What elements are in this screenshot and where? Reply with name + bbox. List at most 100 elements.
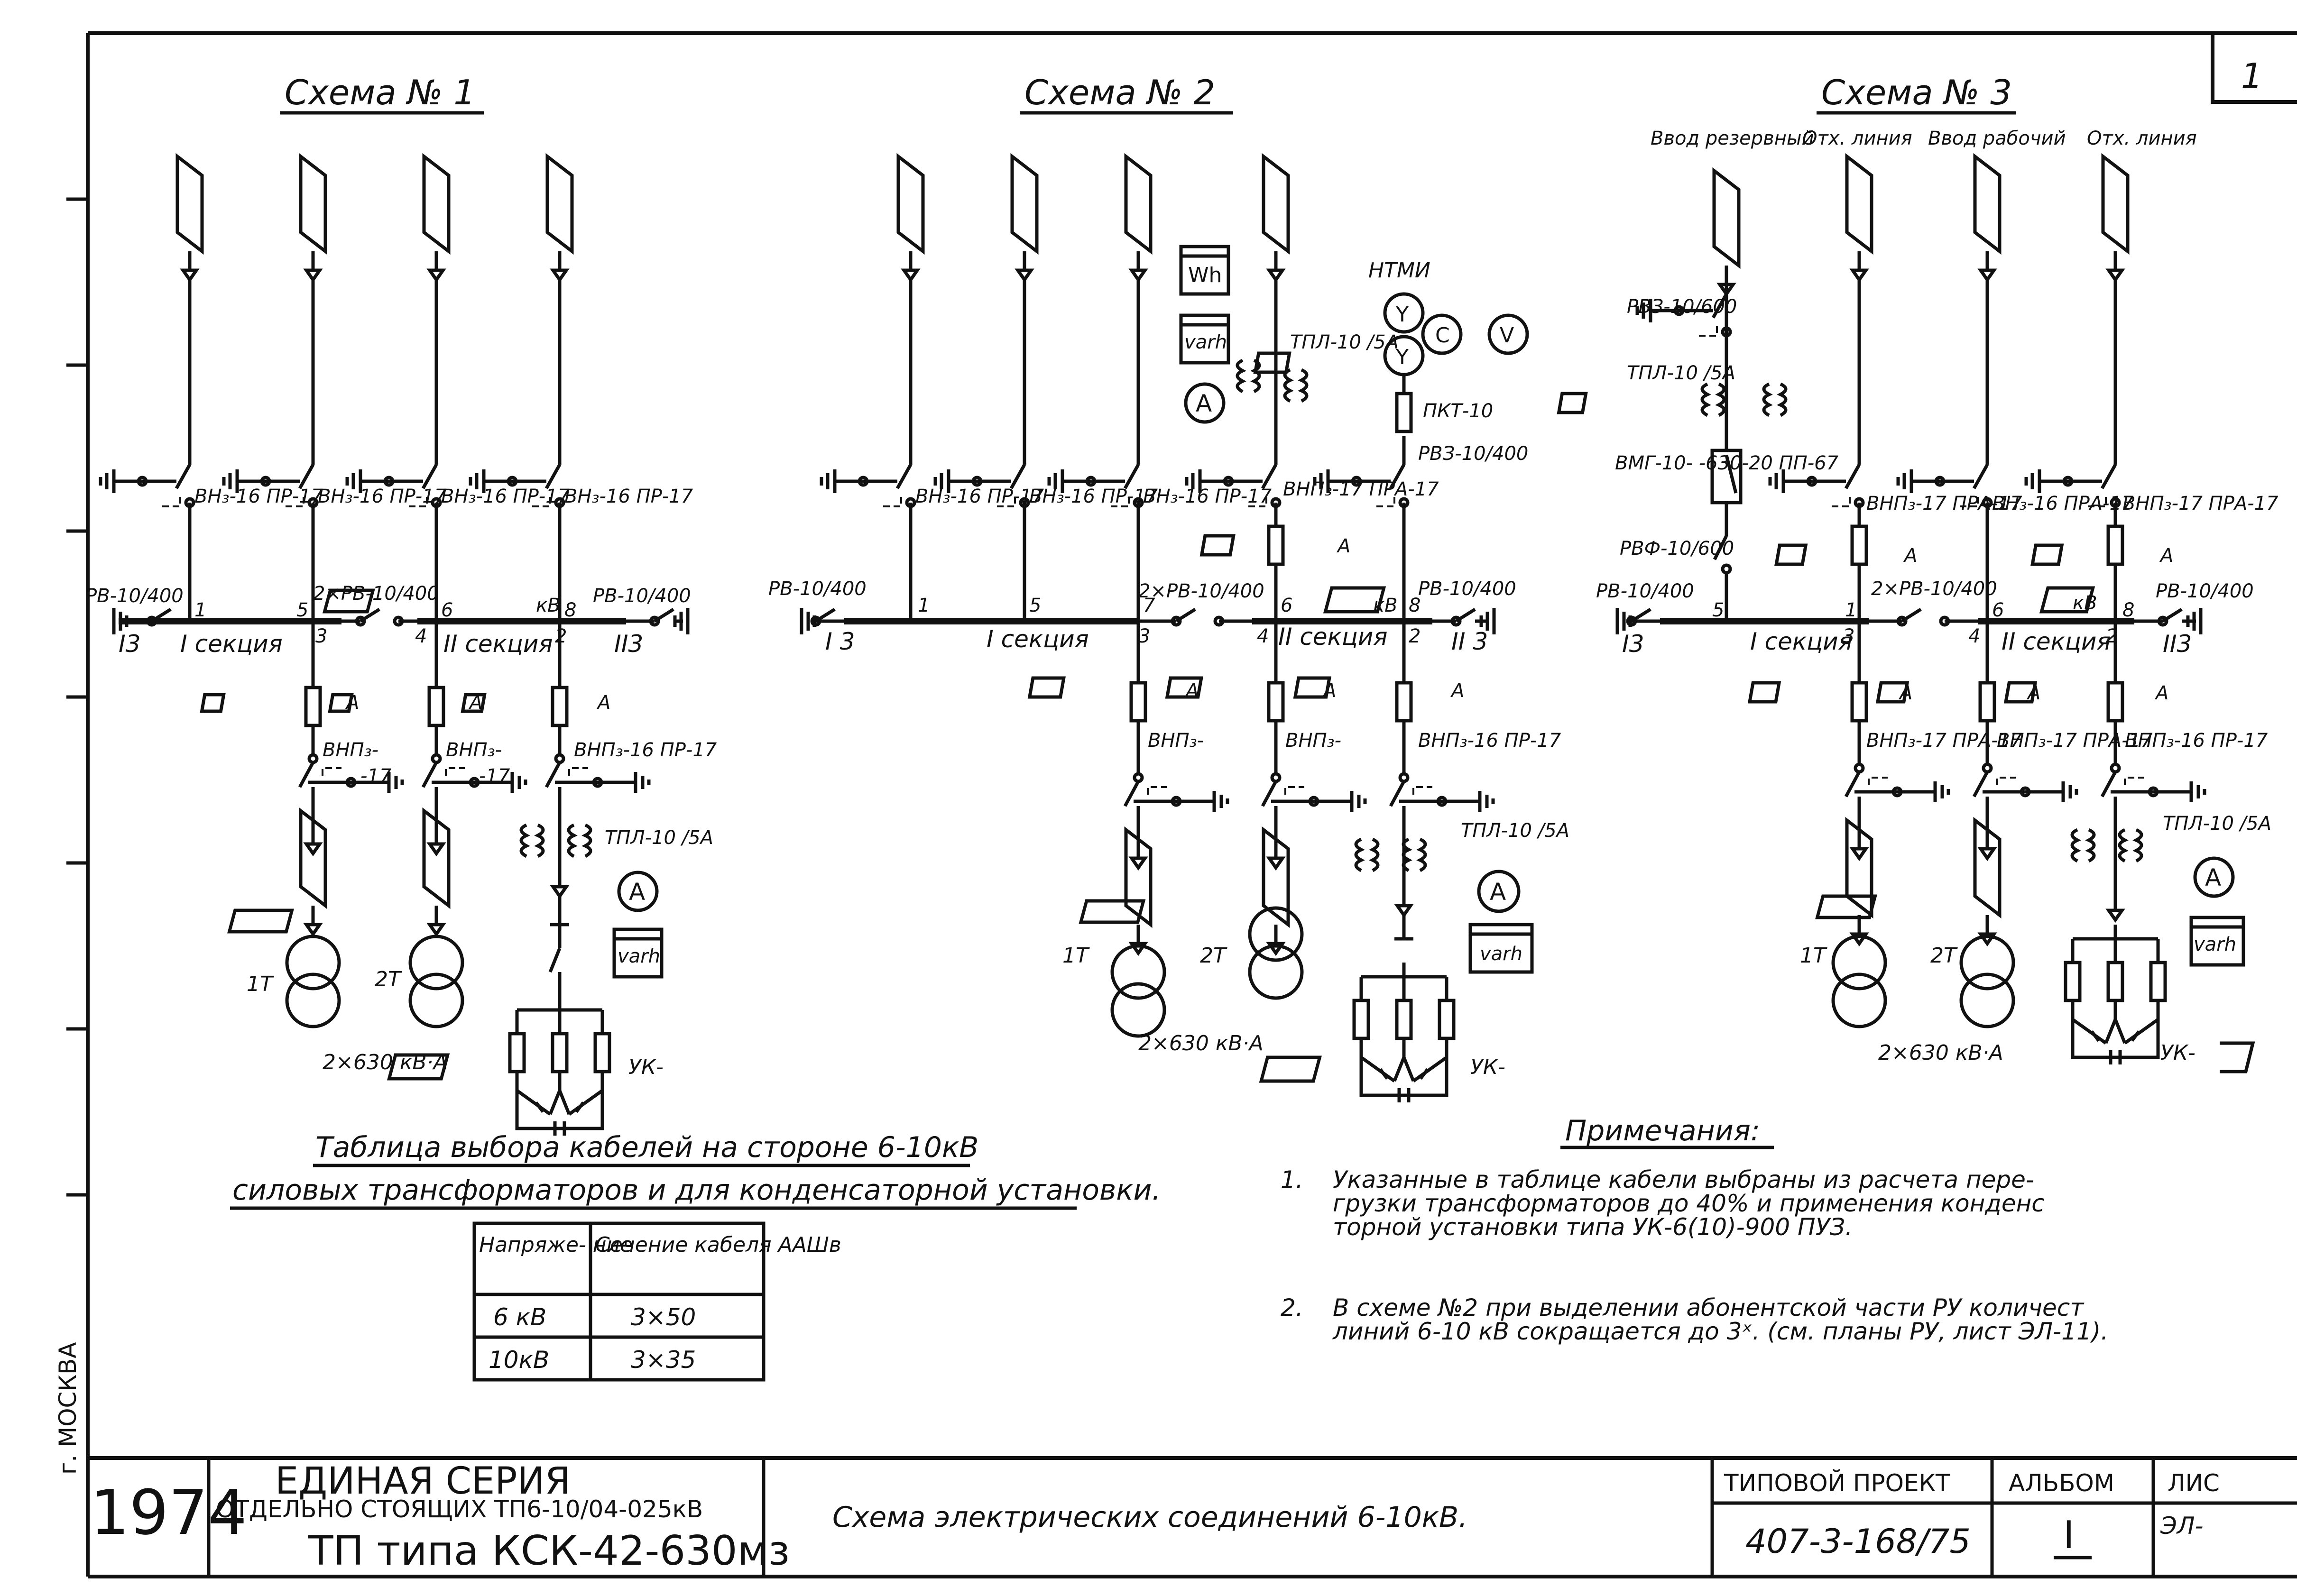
scheme-2-node-8: 8 (1409, 595, 1421, 616)
title-album-label: АЛЬБОМ (2009, 1469, 2114, 1497)
scheme-1-lower-switch-1-suffix: -17 (360, 765, 392, 787)
scheme-3-title: Схема № 3 (1821, 73, 2012, 112)
scheme-1-ammeter-label: А (629, 878, 645, 906)
note-2-line-2: линий 6-10 кВ сокращается до 3ˣ. (см. пл… (1332, 1318, 2108, 1345)
scheme-3-varh-label: varh (2194, 934, 2236, 955)
scheme-3-input-3: Ввод рабочий (1928, 128, 2066, 149)
note-2-number: 2. (1281, 1294, 1303, 1321)
scheme-2-ammeter-lower-label: А (1490, 878, 1506, 906)
scheme-3-feeder-2-label: ВН₃-16 ПРА-17 (1992, 493, 2134, 514)
title-project-label: ТИПОВОЙ ПРОЕКТ (1724, 1469, 1950, 1497)
scheme-3-kv-box (2039, 586, 2095, 614)
scheme-2-vt-1 (1383, 292, 1425, 334)
scheme-1-node-6: 6 (441, 599, 453, 621)
note-1-line-1: Указанные в таблице кабели выбраны из ра… (1333, 1166, 2034, 1193)
scheme-3-feeder-1-a: А (1903, 545, 1917, 567)
scheme-3-kv-label: кВ (2073, 592, 2097, 614)
title-sheet-value: ЭЛ- (2160, 1512, 2204, 1540)
scheme-2-varh-label: varh (1184, 331, 1227, 353)
scheme-2-wh-meter (1179, 245, 1230, 296)
scheme-2-branch-2t (1250, 621, 1365, 998)
scheme-2-ground-1: I 3 (825, 628, 855, 655)
scheme-1-node-4: 4 (415, 625, 427, 647)
scheme-2-section-2: II секция (1278, 623, 1387, 651)
scheme-2-feeder-1-label: ВН₃-16 ПР-17 (915, 486, 1044, 507)
scheme-3-2t: 2Т (1930, 944, 1958, 968)
scheme-3-section-1: I секция (1750, 628, 1853, 655)
scheme-1-feeder-1-label: ВН₃-16 ПР-17 (194, 486, 323, 507)
title-series-1: ЕДИНАЯ СЕРИЯ (275, 1460, 571, 1503)
note-1-number: 1. (1281, 1166, 1303, 1193)
scheme-2-section-1: I секция (987, 625, 1089, 653)
cable-table-row-1-voltage: 6 кВ (493, 1303, 546, 1331)
scheme-1-feeder-2-label: ВН₃-16 ПР-17 (318, 486, 447, 507)
title-project-number: 407-3-168/75 (1745, 1522, 1971, 1561)
scheme-1-branch-1t (287, 621, 402, 1027)
scheme-2-pkt-fuse (1397, 394, 1411, 431)
scheme-1-ground-2: II3 (614, 630, 643, 658)
svg-text:C: C (1435, 323, 1450, 348)
note-1-line-3: торной установки типа УК-6(10)-900 ПУЗ. (1333, 1213, 1853, 1241)
scheme-1-feeder-3-label: ВН₃-16 ПР-17 (441, 486, 570, 507)
scheme-2-uk: УК- (1470, 1055, 1505, 1079)
scheme-3-ground-1: I3 (1622, 630, 1644, 658)
scheme-1-title: Схема № 1 (285, 73, 475, 112)
scheme-3-lower-switch-2: ВНП₃-17 ПРА-17 (1997, 730, 2153, 752)
scheme-1-lower-switch-2: ВНП₃- (446, 739, 502, 761)
scheme-2-node-6: 6 (1281, 595, 1292, 616)
scheme-2-wh-label: Wh (1188, 263, 1222, 287)
scheme-1-feeder-4 (470, 156, 572, 621)
scheme-3-input-4: Отх. линия (2087, 128, 2197, 149)
sheet-number: 1 (2241, 56, 2263, 96)
title-series-2: ОТДЕЛЬНО СТОЯЩИХ ТП6-10/04-025кВ (216, 1495, 703, 1523)
scheme-3-node-6: 6 (1992, 599, 2004, 621)
scheme-2-2t: 2Т (1200, 944, 1227, 968)
scheme-3-feeder-3-a: А (2159, 545, 2173, 567)
scheme-3-node-1: 1 (1845, 599, 1857, 621)
scheme-3-rvf: РВФ-10/600 (1620, 538, 1734, 560)
scheme-3-node-8: 8 (2122, 599, 2134, 621)
scheme-1-lower-switch-1: ВНП₃- (323, 739, 378, 761)
note-2-line-1: В схеме №2 при выделении абонентской час… (1333, 1294, 2085, 1321)
scheme-1-feeder-4-label: ВН₃-16 ПР-17 (564, 486, 693, 507)
scheme-3-section-2: II секция (2002, 628, 2111, 655)
scheme-1: Схема № 1 ВН₃-16 ПР-17 ВН₃-16 (85, 73, 717, 1136)
scheme-1-fuse-a-3: А (596, 692, 610, 714)
scheme-3-tpl: ТПЛ-10 /5А (1627, 362, 1735, 384)
scheme-3-node-3: 3 (1843, 625, 1854, 647)
scheme-3-ammeter-label: А (2205, 864, 2221, 891)
scheme-2-node-3: 3 (1138, 625, 1150, 647)
scheme-2-feeder-4-a: А (1336, 535, 1350, 557)
scheme-1-varh-meter (612, 927, 664, 979)
scheme-2-fuse-a-3: А (1450, 680, 1464, 702)
scheme-2-ammeter-label: А (1196, 390, 1212, 417)
scheme-2-node-1: 1 (918, 595, 930, 616)
scheme-2-feeder-3-label: ВН₃-16 ПР-17 (1143, 486, 1272, 507)
scheme-2-rv-mid: 2×РВ-10/400 (1138, 580, 1264, 602)
scheme-2-1t: 1Т (1062, 944, 1090, 968)
scheme-2-title: Схема № 2 (1024, 73, 1215, 112)
scheme-3-input-2: Отх. линия (1802, 128, 1912, 149)
scheme-3-rv-right: РВ-10/400 (2156, 580, 2254, 602)
cable-table-row-2-section: 3×35 (631, 1346, 696, 1374)
scheme-2-ntmi: НТМИ (1368, 258, 1430, 283)
title-block: 1974 ЕДИНАЯ СЕРИЯ ОТДЕЛЬНО СТОЯЩИХ ТП6-1… (88, 1456, 2297, 1577)
scheme-3-feeder-3-label: ВНП₃-17 ПРА-17 (2122, 493, 2279, 514)
scheme-2-voltmeter-label: V (1500, 323, 1514, 348)
scheme-3-feeder-3 (2026, 156, 2128, 621)
scheme-1-varh-label: varh (618, 945, 660, 967)
cable-table-header-voltage: Напряже- ние (479, 1233, 633, 1257)
scheme-3-rv-left: РВ-10/400 (1596, 580, 1694, 602)
scheme-2-branch-capacitor (1354, 621, 1493, 1102)
scheme-3-rvz: РВЗ-10/600 (1627, 296, 1737, 318)
scheme-3-input-1: Ввод резервный (1651, 128, 1814, 149)
notes: Примечания: 1. Указанные в таблице кабел… (1281, 1114, 2108, 1345)
scheme-1-lower-switch-2-suffix: -17 (479, 765, 510, 787)
scheme-2-kv-label: кВ (1373, 595, 1398, 616)
scheme-1-node-8: 8 (564, 599, 576, 621)
scheme-2-rvz: РВЗ-10/400 (1418, 443, 1528, 465)
scheme-2-lower-switch-2: ВНП₃- (1285, 730, 1341, 752)
scheme-2-kv-box (1323, 586, 1386, 614)
scheme-2-varh-meter-lower (1468, 923, 1534, 974)
